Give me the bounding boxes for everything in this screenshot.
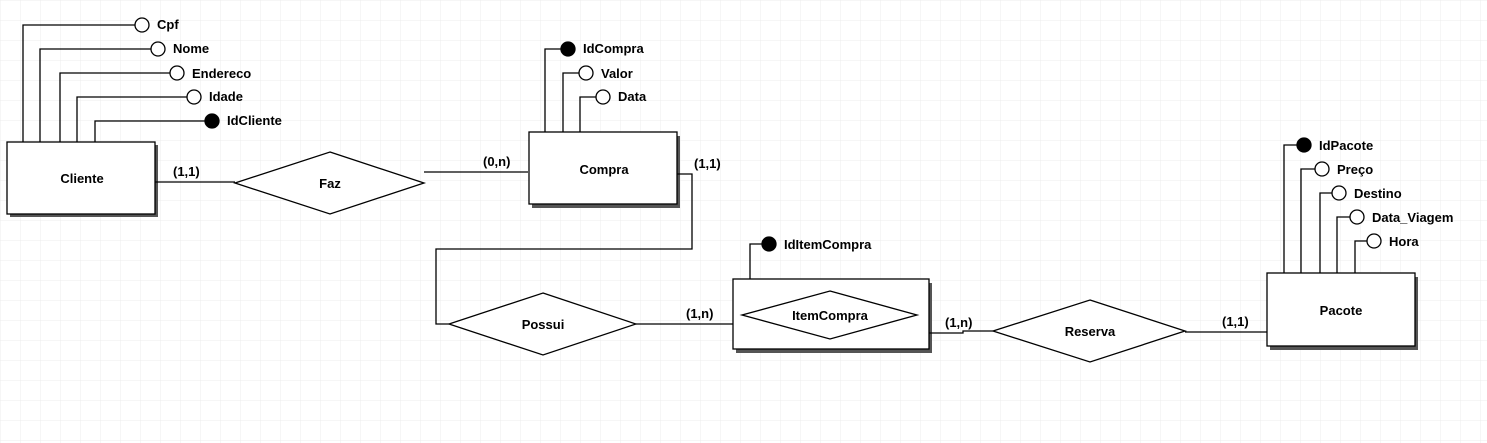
entity-itemcompra-label: ItemCompra xyxy=(792,308,869,323)
cardinality-item-possui: (1,n) xyxy=(686,306,713,321)
attribute-preco-label: Preço xyxy=(1337,162,1373,177)
relationship-reserva[interactable]: Reserva xyxy=(990,299,1188,363)
attribute-valor[interactable]: Valor xyxy=(562,65,633,132)
attribute-circle-icon xyxy=(578,65,594,81)
identifier-circle-icon xyxy=(204,113,220,129)
attribute-nome[interactable]: Nome xyxy=(39,41,209,142)
cardinality-pacote-reserva: (1,1) xyxy=(1222,314,1249,329)
relationship-possui[interactable]: Possui xyxy=(446,292,639,356)
itemcompra-diamond xyxy=(739,290,920,340)
relationship-faz-label: Faz xyxy=(319,176,341,191)
cardinality-cliente-faz: (1,1) xyxy=(173,164,200,179)
attribute-circle-icon xyxy=(150,41,166,57)
attribute-destino-label: Destino xyxy=(1354,186,1402,201)
entity-pacote[interactable]: Pacote xyxy=(1266,272,1418,350)
attribute-valor-label: Valor xyxy=(601,66,633,81)
entity-pacote-label: Pacote xyxy=(1320,303,1363,318)
attribute-cpf-label: Cpf xyxy=(157,17,179,32)
attribute-circle-icon xyxy=(169,65,185,81)
attribute-circle-icon xyxy=(1366,233,1382,249)
attribute-idcompra-label: IdCompra xyxy=(583,41,644,56)
attribute-idcliente[interactable]: IdCliente xyxy=(94,113,282,142)
attribute-circle-icon xyxy=(134,17,150,33)
attribute-destino[interactable]: Destino xyxy=(1319,185,1402,273)
attribute-circle-icon xyxy=(1349,209,1365,225)
cardinality-compra-faz: (0,n) xyxy=(483,154,510,169)
attribute-data[interactable]: Data xyxy=(579,89,647,132)
identifier-circle-icon xyxy=(761,236,777,252)
attribute-idpacote[interactable]: IdPacote xyxy=(1283,137,1373,273)
attribute-data-label: Data xyxy=(618,89,647,104)
attribute-endereco-label: Endereco xyxy=(192,66,251,81)
entity-compra-label: Compra xyxy=(579,162,629,177)
entity-itemcompra[interactable]: ItemCompra xyxy=(732,278,932,353)
attribute-circle-icon xyxy=(186,89,202,105)
attribute-iditemcompra[interactable]: IdItemCompra xyxy=(749,236,872,279)
entity-cliente-label: Cliente xyxy=(60,171,103,186)
attribute-idpacote-label: IdPacote xyxy=(1319,138,1373,153)
attribute-cpf[interactable]: Cpf xyxy=(22,17,179,142)
attribute-preco[interactable]: Preço xyxy=(1300,161,1373,273)
attribute-idade-label: Idade xyxy=(209,89,243,104)
cardinality-item-reserva: (1,n) xyxy=(945,315,972,330)
attribute-circle-icon xyxy=(1331,185,1347,201)
identifier-circle-icon xyxy=(560,41,576,57)
attribute-hora-label: Hora xyxy=(1389,234,1419,249)
attribute-iditemcompra-label: IdItemCompra xyxy=(784,237,872,252)
attribute-circle-icon xyxy=(1314,161,1330,177)
entity-cliente[interactable]: Cliente xyxy=(6,141,158,217)
relationship-reserva-label: Reserva xyxy=(1065,324,1116,339)
attribute-idcliente-label: IdCliente xyxy=(227,113,282,128)
identifier-circle-icon xyxy=(1296,137,1312,153)
attribute-data-viagem[interactable]: Data_Viagem xyxy=(1336,209,1453,273)
line-itemcompra-reserva xyxy=(929,330,993,334)
attribute-data-viagem-label: Data_Viagem xyxy=(1372,210,1453,225)
line-compra-possui xyxy=(435,173,693,325)
attribute-hora[interactable]: Hora xyxy=(1354,233,1419,273)
attribute-circle-icon xyxy=(595,89,611,105)
attribute-idcompra[interactable]: IdCompra xyxy=(544,41,644,132)
attribute-nome-label: Nome xyxy=(173,41,209,56)
attribute-idade[interactable]: Idade xyxy=(76,89,243,142)
attribute-endereco[interactable]: Endereco xyxy=(59,65,251,142)
relationship-possui-label: Possui xyxy=(522,317,565,332)
entity-compra[interactable]: Compra xyxy=(528,131,680,208)
relationship-faz[interactable]: Faz xyxy=(232,151,427,215)
cardinality-compra-possui: (1,1) xyxy=(694,156,721,171)
